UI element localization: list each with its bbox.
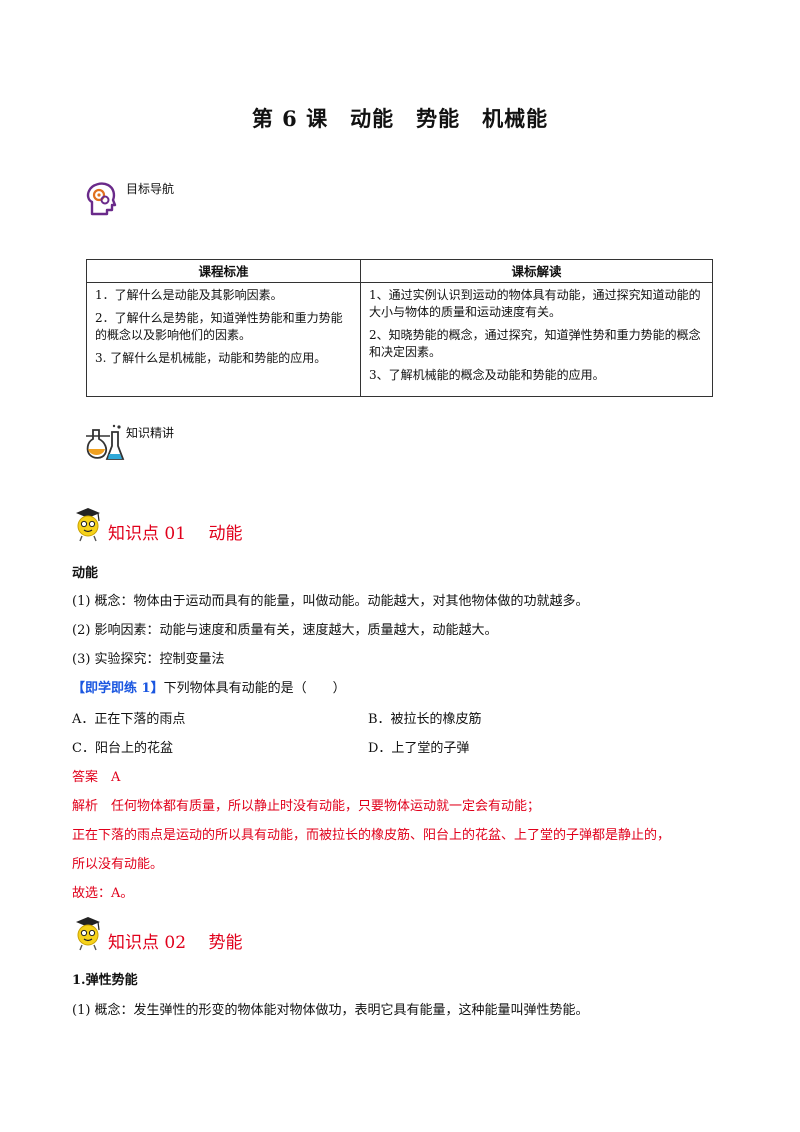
table-header-standard: 课程标准 [86,259,361,283]
standard-item: 3. 了解什么是机械能，动能和势能的应用。 [95,351,327,365]
target-nav-section: 目标导航 [84,180,174,222]
analysis-line: 所以没有动能。 [72,857,164,872]
option-b: B．被拉长的橡皮筋 [368,712,482,727]
practice-question-text: 下列物体具有动能的是（ ） [163,681,346,696]
knowledge-point-title: 知识点 01 动能 [108,524,243,544]
knowledge-explain-label: 知识精讲 [126,426,175,440]
scholar-mascot-icon [72,506,106,546]
table-header-interpretation: 课标解读 [360,259,713,283]
option-d: D．上了堂的子弹 [368,741,470,756]
knowledge-point-02-header: 知识点 02 势能 [72,915,242,955]
knowledge-point-01-header: 知识点 01 动能 [72,506,242,546]
content-line: (1) 概念：物体由于运动而具有的能量，叫做动能。动能越大，对其他物体做的功就越… [72,594,589,609]
flask-icon [84,424,126,468]
scholar-mascot-icon [72,915,106,955]
head-gears-icon [84,180,122,222]
answer: 答案 A [72,770,121,785]
standard-item: 1．了解什么是动能及其影响因素。 [95,288,283,302]
target-nav-label: 目标导航 [126,182,175,196]
interpretation-cell: 1、通过实例认识到运动的物体具有动能，通过探究知道动能的大小与物体的质量和运动速… [360,282,713,397]
practice-question: 【即学即练 1】下列物体具有动能的是（ ） [72,677,346,696]
section-heading: 1.弹性势能 [72,973,138,988]
interpretation-item: 1、通过实例认识到运动的物体具有动能，通过探究知道动能的大小与物体的质量和运动速… [369,288,701,319]
option-c: C．阳台上的花盆 [72,741,173,756]
section-heading: 动能 [72,566,99,581]
option-a: A．正在下落的雨点 [72,712,186,727]
standards-table: 课程标准 课标解读 1．了解什么是动能及其影响因素。 2．了解什么是势能，知道弹… [86,259,713,397]
interpretation-item: 3、了解机械能的概念及动能和势能的应用。 [369,368,605,382]
content-line: (1) 概念：发生弹性的形变的物体能对物体做功，表明它具有能量，这种能量叫弹性势… [72,1003,589,1018]
page-title: 第 6 课 动能 势能 机械能 [251,106,549,131]
analysis-line: 解析 任何物体都有质量，所以静止时没有动能，只要物体运动就一定会有动能； [72,799,541,814]
content-line: (2) 影响因素：动能与速度和质量有关，速度越大，质量越大，动能越大。 [72,623,498,638]
standard-item: 2．了解什么是势能，知道弹性势能和重力势能的概念以及影响他们的因素。 [95,311,343,342]
content-line: (3) 实验探究：控制变量法 [72,652,225,667]
knowledge-explain-section: 知识精讲 [84,424,174,468]
knowledge-point-title: 知识点 02 势能 [108,933,243,953]
standards-cell: 1．了解什么是动能及其影响因素。 2．了解什么是势能，知道弹性势能和重力势能的概… [86,282,361,397]
interpretation-item: 2、知晓势能的概念，通过探究，知道弹性势和重力势能的概念和决定因素。 [369,328,701,359]
practice-tag: 【即学即练 1】 [72,681,164,696]
analysis-conclusion: 故选：A。 [72,886,134,901]
analysis-line: 正在下落的雨点是运动的所以具有动能，而被拉长的橡皮筋、阳台上的花盆、上了堂的子弹… [72,828,671,843]
